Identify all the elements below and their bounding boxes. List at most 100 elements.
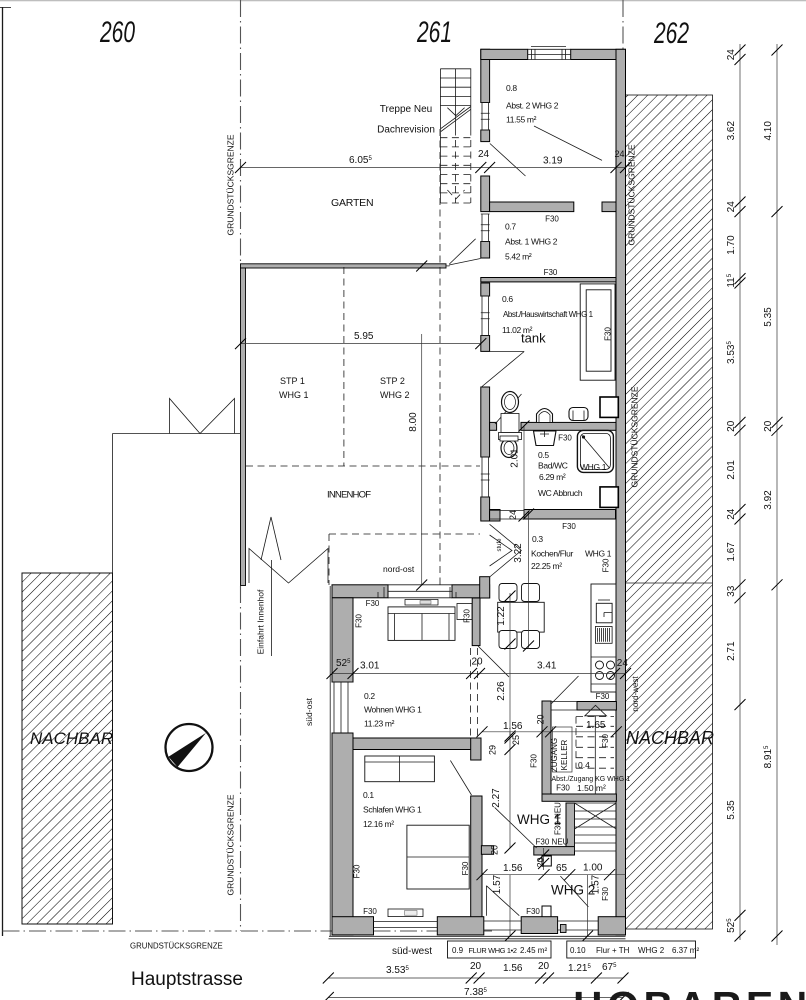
svg-text:Treppe Neu: Treppe Neu xyxy=(380,104,432,115)
svg-text:0.10: 0.10 xyxy=(570,946,586,955)
svg-text:65: 65 xyxy=(556,863,568,874)
svg-text:WHG 2: WHG 2 xyxy=(551,883,595,898)
svg-text:3.535: 3.535 xyxy=(386,965,409,976)
svg-text:1.67: 1.67 xyxy=(726,542,737,562)
svg-text:Abst. 1 WHG 2: Abst. 1 WHG 2 xyxy=(505,237,558,247)
svg-text:Schlafen WHG 1: Schlafen WHG 1 xyxy=(363,805,422,815)
svg-text:0.8: 0.8 xyxy=(506,83,517,93)
svg-text:20: 20 xyxy=(536,857,546,867)
svg-text:F30: F30 xyxy=(604,327,613,341)
svg-text:Abst./Zugang KG WHG 1: Abst./Zugang KG WHG 1 xyxy=(552,776,631,783)
svg-text:1.56: 1.56 xyxy=(503,963,523,974)
svg-text:FLUR WHG 1•2: FLUR WHG 1•2 xyxy=(469,946,517,955)
svg-text:F30: F30 xyxy=(556,784,570,793)
svg-text:24: 24 xyxy=(617,658,629,669)
svg-text:20: 20 xyxy=(472,657,484,668)
svg-text:F30: F30 xyxy=(530,754,539,768)
svg-text:25: 25 xyxy=(511,735,521,745)
svg-text:115: 115 xyxy=(726,273,737,287)
svg-text:0.3: 0.3 xyxy=(532,534,543,544)
svg-text:11.02 m²: 11.02 m² xyxy=(502,325,533,335)
svg-text:20: 20 xyxy=(470,961,482,972)
svg-text:Bad/WC: Bad/WC xyxy=(538,461,568,471)
svg-text:F30: F30 xyxy=(461,861,470,875)
svg-text:F30: F30 xyxy=(363,907,377,916)
svg-text:3.41: 3.41 xyxy=(537,661,557,672)
svg-text:261: 261 xyxy=(416,16,452,49)
svg-text:0.1: 0.1 xyxy=(363,790,374,800)
svg-text:F30: F30 xyxy=(353,864,362,878)
svg-text:1.70: 1.70 xyxy=(726,235,737,255)
svg-text:1.56: 1.56 xyxy=(503,721,523,732)
svg-text:Flur + TH: Flur + TH xyxy=(596,946,630,955)
svg-text:nord-ost: nord-ost xyxy=(383,564,415,574)
svg-text:1.00: 1.00 xyxy=(583,863,603,874)
svg-text:F30: F30 xyxy=(602,558,611,572)
svg-text:20: 20 xyxy=(538,961,550,972)
svg-text:525: 525 xyxy=(726,918,737,933)
svg-text:WHG 1: WHG 1 xyxy=(517,812,561,827)
svg-text:2.27: 2.27 xyxy=(491,788,502,808)
svg-text:GARTEN: GARTEN xyxy=(331,197,373,209)
svg-text:3.19: 3.19 xyxy=(543,156,563,167)
svg-text:5.35: 5.35 xyxy=(763,307,774,327)
svg-text:2.71: 2.71 xyxy=(726,641,737,661)
svg-text:F30: F30 xyxy=(366,599,380,608)
svg-text:Wohnen WHG 1: Wohnen WHG 1 xyxy=(364,705,422,715)
svg-text:Kochen/Flur: Kochen/Flur xyxy=(531,549,573,559)
svg-text:0.6: 0.6 xyxy=(502,294,513,304)
svg-text:5.35: 5.35 xyxy=(726,800,737,820)
svg-text:33: 33 xyxy=(726,585,737,597)
svg-text:1.56: 1.56 xyxy=(503,863,523,874)
svg-text:ZUGANG: ZUGANG xyxy=(550,738,559,772)
svg-text:1.65: 1.65 xyxy=(586,720,606,731)
svg-text:2.01: 2.01 xyxy=(726,460,737,480)
svg-text:24: 24 xyxy=(615,149,625,159)
svg-text:0.5: 0.5 xyxy=(538,450,549,460)
svg-text:KELLER: KELLER xyxy=(560,739,569,770)
svg-text:0.4: 0.4 xyxy=(578,760,590,770)
svg-text:F30: F30 xyxy=(558,434,572,443)
svg-text:süd-west: süd-west xyxy=(392,946,432,957)
svg-text:GRUNDSTÜCKSGRENZE: GRUNDSTÜCKSGRENZE xyxy=(130,942,223,951)
svg-text:24: 24 xyxy=(726,508,737,520)
svg-text:3.62: 3.62 xyxy=(726,121,737,141)
svg-text:F30: F30 xyxy=(544,268,558,277)
svg-text:F30: F30 xyxy=(562,522,576,531)
svg-text:24: 24 xyxy=(726,49,737,61)
svg-text:20: 20 xyxy=(536,714,546,724)
svg-text:6.29 m²: 6.29 m² xyxy=(539,472,566,482)
svg-text:2.26: 2.26 xyxy=(496,681,507,701)
svg-text:GRUNDSTÜCKSGRENZE: GRUNDSTÜCKSGRENZE xyxy=(226,794,236,895)
svg-text:24: 24 xyxy=(478,149,490,160)
svg-text:F30: F30 xyxy=(545,215,559,224)
svg-text:24: 24 xyxy=(726,201,737,213)
svg-text:8.00: 8.00 xyxy=(408,412,419,432)
svg-text:1.57: 1.57 xyxy=(591,874,602,894)
svg-text:20: 20 xyxy=(763,420,774,432)
svg-text:6.055: 6.055 xyxy=(349,155,372,166)
svg-text:5.95: 5.95 xyxy=(354,331,374,342)
svg-text:3.01: 3.01 xyxy=(360,661,380,672)
svg-text:tank: tank xyxy=(521,331,546,346)
svg-text:525: 525 xyxy=(336,658,351,669)
svg-text:0.2: 0.2 xyxy=(364,691,375,701)
svg-text:STP 1: STP 1 xyxy=(280,376,305,386)
svg-text:6.37 m²: 6.37 m² xyxy=(672,946,699,955)
svg-text:5.42 m²: 5.42 m² xyxy=(505,252,532,262)
svg-text:STP 2: STP 2 xyxy=(380,376,405,386)
svg-text:F30: F30 xyxy=(463,609,472,623)
svg-text:8.915: 8.915 xyxy=(763,745,774,768)
svg-text:F30 NEU: F30 NEU xyxy=(554,802,563,835)
svg-text:262: 262 xyxy=(653,17,689,50)
svg-text:20: 20 xyxy=(490,845,500,855)
svg-text:1.215: 1.215 xyxy=(568,963,591,974)
svg-text:Dachrevision: Dachrevision xyxy=(377,125,435,136)
svg-text:stufe: stufe xyxy=(497,538,503,552)
svg-text:Abst. 2 WHG 2: Abst. 2 WHG 2 xyxy=(506,101,559,111)
svg-text:Abst./Hauswirtschaft WHG 1: Abst./Hauswirtschaft WHG 1 xyxy=(503,310,594,319)
svg-text:WHG 2: WHG 2 xyxy=(380,390,410,400)
svg-text:F30: F30 xyxy=(596,692,610,701)
svg-text:INNENHOF: INNENHOF xyxy=(327,490,371,501)
svg-text:1.22: 1.22 xyxy=(496,606,507,626)
